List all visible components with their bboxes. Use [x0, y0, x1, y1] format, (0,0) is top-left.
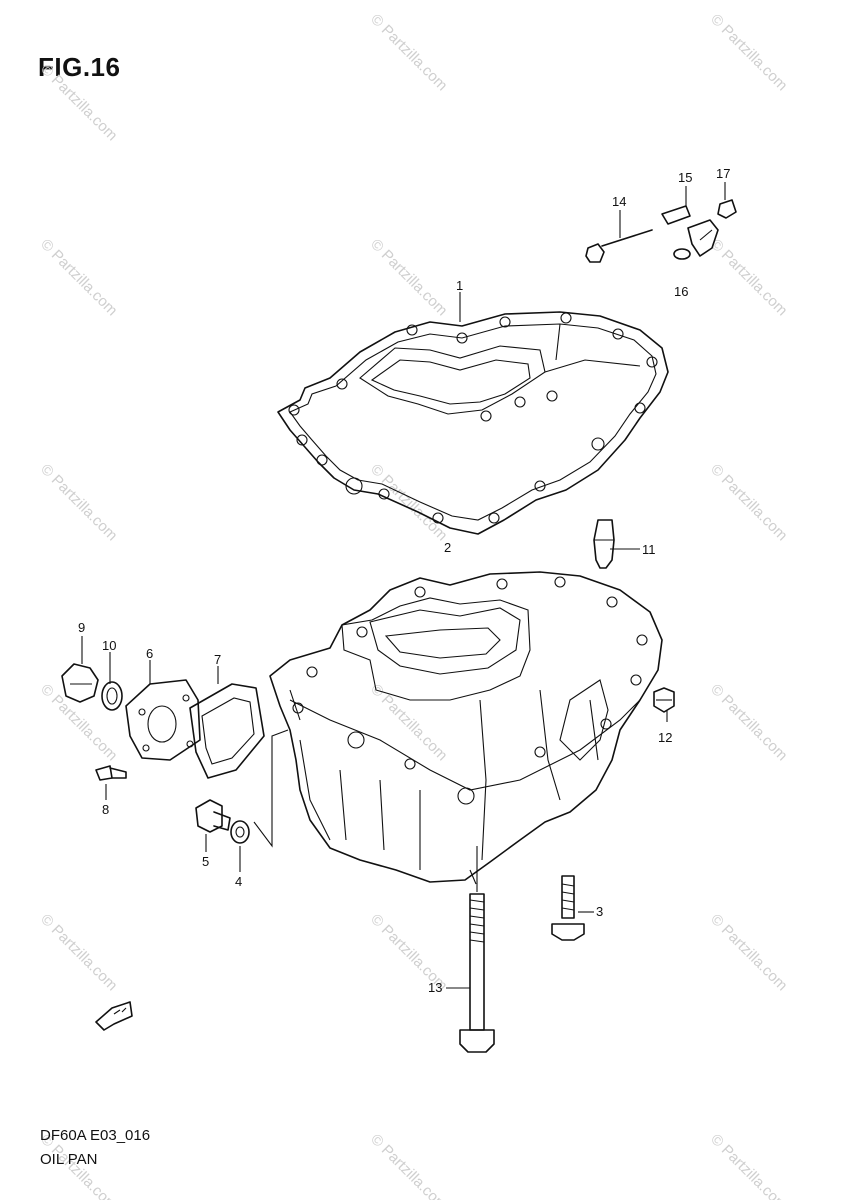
figure-code: DF60A E03_016: [40, 1127, 151, 1144]
part-4-washer: [230, 820, 250, 844]
callout-3: 3: [596, 904, 603, 919]
callout-labels: 1 2 3 4 5 6 7 8 9 10 11 12 13 14 15 16 1…: [78, 166, 730, 995]
callout-6: 6: [146, 646, 153, 661]
callout-9: 9: [78, 620, 85, 635]
part-6-plate: [125, 679, 201, 761]
part-13-long-bolt: [459, 846, 495, 1053]
callout-13: 13: [428, 980, 442, 995]
part-7-gasket: [189, 683, 265, 779]
watermark: © Partzilla.com: [367, 681, 450, 764]
part-3-bolt: [551, 875, 585, 941]
callout-16: 16: [674, 284, 688, 299]
callout-7: 7: [214, 652, 221, 667]
part-12-plug: [653, 687, 675, 713]
watermark: © Partzilla.com: [367, 11, 450, 94]
part-10-ring: [101, 681, 123, 711]
part-17-bracket-bolt: [687, 199, 737, 257]
watermark: © Partzilla.com: [707, 461, 790, 544]
callout-1: 1: [456, 278, 463, 293]
part-15-guide: [661, 205, 691, 225]
part-gasket: [277, 311, 669, 535]
front-arrow-icon: [95, 1001, 133, 1031]
watermark: © Partzilla.com: [707, 911, 790, 994]
leader-lines: [81, 182, 726, 989]
callout-17: 17: [716, 166, 730, 181]
watermark: © Partzilla.com: [37, 461, 120, 544]
part-16-oring: [673, 248, 691, 260]
watermark: © Partzilla.com: [37, 61, 120, 144]
watermark: © Partzilla.com: [707, 681, 790, 764]
part-oil-pan: [269, 571, 663, 885]
watermark-layer: © Partzilla.com © Partzilla.com © Partzi…: [37, 11, 790, 1200]
callout-15: 15: [678, 170, 692, 185]
callout-14: 14: [612, 194, 626, 209]
watermark: © Partzilla.com: [37, 681, 120, 764]
part-8-screw: [95, 765, 127, 781]
callout-4: 4: [235, 874, 242, 889]
watermark: © Partzilla.com: [37, 236, 120, 319]
part-5-drain-bolt: [195, 799, 231, 833]
leader-bracket: [253, 729, 289, 848]
watermark: © Partzilla.com: [367, 1131, 450, 1200]
watermark: © Partzilla.com: [707, 11, 790, 94]
watermark: © Partzilla.com: [367, 461, 450, 544]
part-11-plug: [593, 519, 615, 569]
callout-5: 5: [202, 854, 209, 869]
watermark: © Partzilla.com: [37, 911, 120, 994]
figure-title: FIG.16: [38, 52, 121, 82]
watermark: © Partzilla.com: [367, 236, 450, 319]
part-9-cap: [61, 663, 99, 703]
callout-8: 8: [102, 802, 109, 817]
part-14-dipstick: [585, 229, 653, 263]
callout-12: 12: [658, 730, 672, 745]
figure-name: OIL PAN: [40, 1151, 98, 1168]
callout-10: 10: [102, 638, 116, 653]
watermark: © Partzilla.com: [707, 1131, 790, 1200]
watermark: © Partzilla.com: [707, 236, 790, 319]
callout-2: 2: [444, 540, 451, 555]
callout-11: 11: [642, 542, 656, 557]
